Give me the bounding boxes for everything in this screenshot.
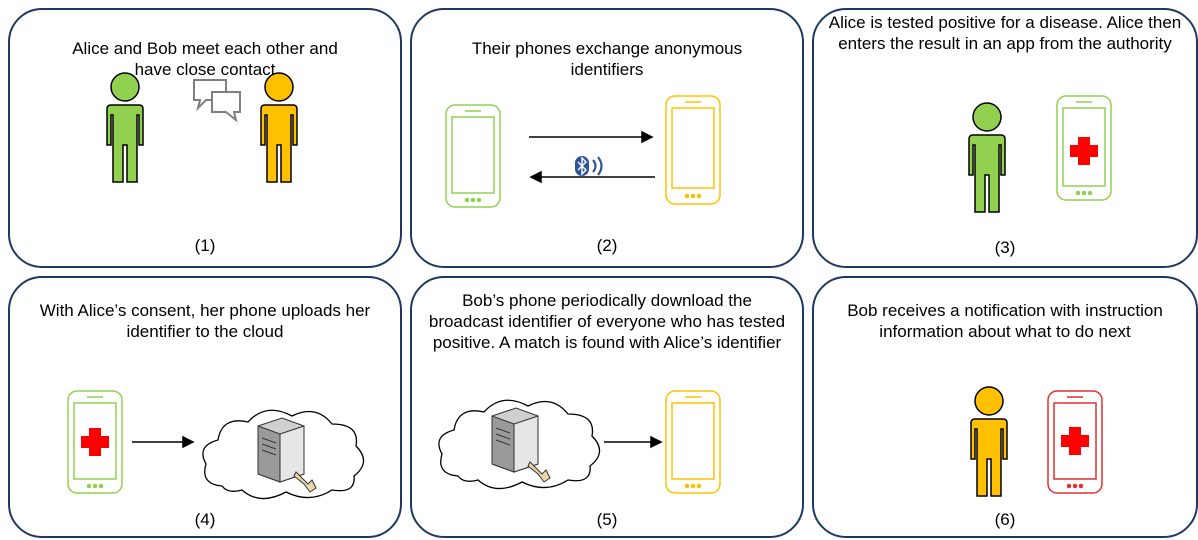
alice-smartphone-icon <box>445 104 501 208</box>
server-icon <box>491 407 551 483</box>
panel-3-illustration <box>968 95 1112 213</box>
panel-4-illustration <box>67 390 365 500</box>
panel-6-number: (6) <box>994 510 1016 529</box>
panel-2: Their phones exchange anonymous identifi… <box>410 8 804 268</box>
panel-1-number: (1) <box>194 236 216 255</box>
panel-3-number: (3) <box>994 238 1016 257</box>
panel-6-caption: Bob receives a notification with instruc… <box>847 301 1163 341</box>
panel-4-caption: With Alice’s consent, her phone uploads … <box>39 301 371 341</box>
bluetooth-icon <box>575 156 603 176</box>
panel-6-illustration <box>970 386 1103 497</box>
bob-person-icon <box>970 386 1008 497</box>
alice-person-icon <box>106 72 144 183</box>
bob-smartphone-icon <box>665 390 721 494</box>
server-icon <box>257 417 317 493</box>
panel-4-number: (4) <box>194 510 216 529</box>
panel-5: Bob’s phone periodically download the br… <box>410 276 804 538</box>
panel-1: Alice and Bob meet each other and have c… <box>8 8 402 268</box>
panel-5-illustration <box>438 390 721 494</box>
panel-2-caption: Their phones exchange anonymous identifi… <box>471 39 743 79</box>
panel-4: With Alice’s consent, her phone uploads … <box>8 276 402 538</box>
panel-1-caption: Alice and Bob meet each other and have c… <box>72 39 338 79</box>
red-cross-icon <box>81 428 109 456</box>
bob-smartphone-icon <box>665 95 721 205</box>
panel-2-illustration <box>445 95 721 208</box>
alice-person-icon <box>968 102 1006 213</box>
red-cross-icon <box>1070 137 1098 165</box>
chat-bubbles-icon <box>193 79 241 123</box>
panel-1-illustration <box>106 72 298 183</box>
arrow-right-icon <box>529 130 654 144</box>
panel-3-caption: Alice is tested positive for a disease. … <box>828 13 1182 53</box>
arrow-right-icon <box>132 435 195 449</box>
panel-5-caption: Bob’s phone periodically download the br… <box>428 291 786 352</box>
arrow-right-icon <box>604 435 663 449</box>
panel-3: Alice is tested positive for a disease. … <box>812 8 1198 268</box>
panel-6: Bob receives a notification with instruc… <box>812 276 1198 538</box>
red-cross-icon <box>1061 427 1089 455</box>
panel-2-number: (2) <box>596 236 618 255</box>
bob-person-icon <box>260 72 298 183</box>
arrow-left-icon <box>529 170 655 184</box>
panel-5-number: (5) <box>596 510 618 529</box>
